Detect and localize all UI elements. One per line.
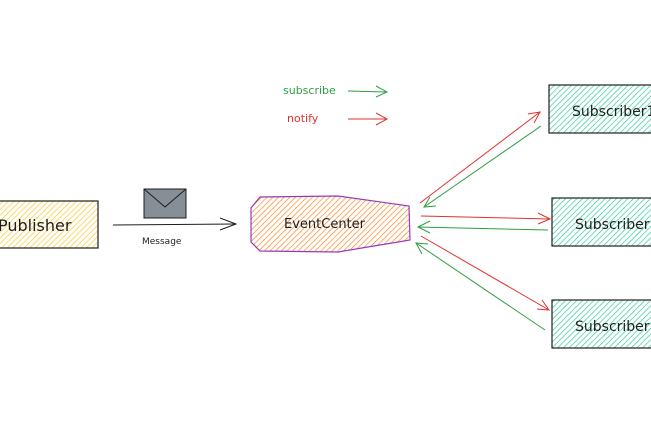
message-label: Message (142, 237, 182, 247)
subscribe-arrow-subscriber2 (416, 220, 549, 234)
legend: subscribe notify (283, 84, 389, 126)
legend-subscribe-label: subscribe (283, 84, 336, 97)
envelope-icon (143, 188, 187, 219)
subscriber-node-2[interactable]: Subscriber (551, 197, 651, 247)
legend-subscribe-arrow (347, 85, 389, 98)
legend-notify-label: notify (287, 112, 319, 125)
notify-arrow-subscriber2 (420, 212, 552, 225)
subscriber-label: Subscriber (575, 217, 650, 233)
subscribe-arrow-subscriber3 (415, 242, 546, 331)
event-center-label: EventCenter (284, 217, 366, 232)
notify-arrow-subscriber3 (420, 235, 551, 311)
subscriber-label: Subscriber (575, 319, 650, 335)
subscriber-label: Subscriber1 (572, 104, 651, 120)
publisher-node[interactable]: Publisher (0, 200, 99, 249)
publisher-label: Publisher (0, 216, 72, 235)
event-center-node[interactable]: EventCenter (250, 195, 411, 253)
subscriber-node-1[interactable]: Subscriber1 (548, 84, 651, 134)
subscriber-node-3[interactable]: Subscriber (551, 299, 651, 349)
legend-notify-arrow (348, 112, 389, 126)
subscribe-arrow-subscriber1 (423, 125, 542, 208)
message-arrow (112, 217, 238, 231)
notify-arrow-subscriber1 (419, 111, 541, 204)
